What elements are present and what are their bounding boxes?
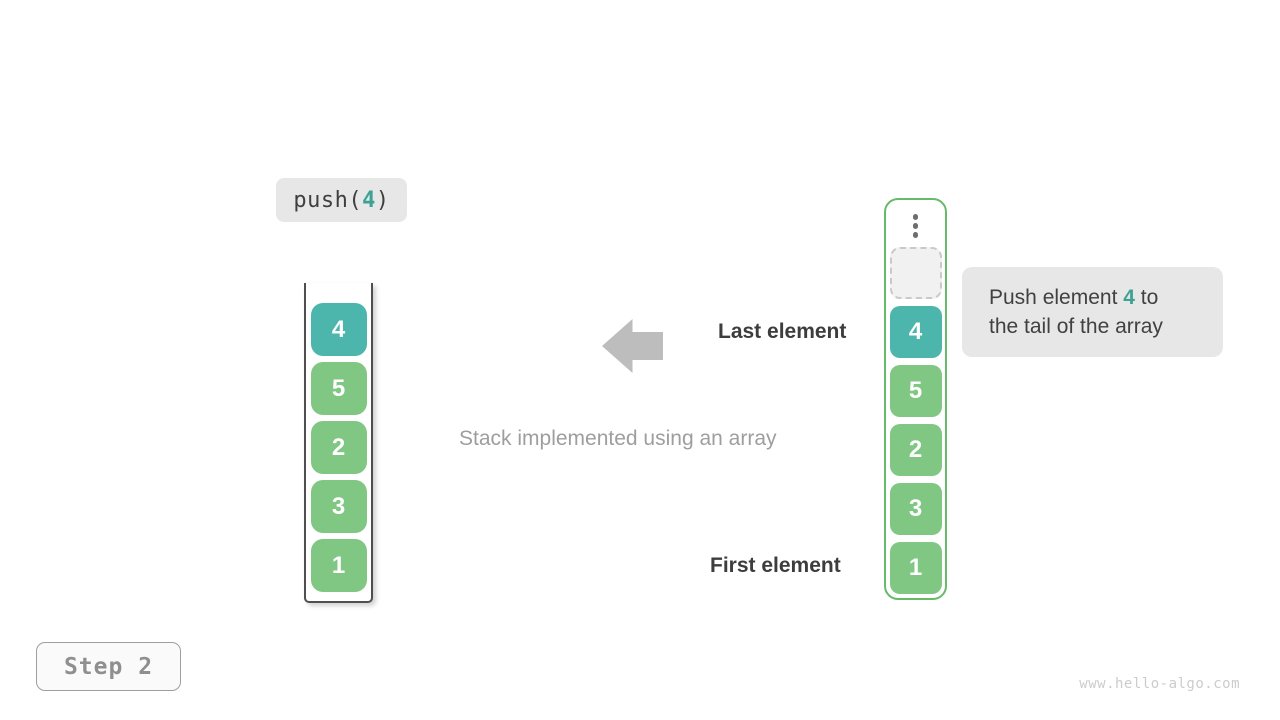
- callout-line-1: Push element 4 to: [989, 286, 1159, 309]
- step-badge: Step 2: [36, 642, 181, 691]
- push-operation-suffix: ): [375, 187, 390, 213]
- stack-cell: 1: [310, 539, 367, 592]
- push-operation-prefix: push(: [293, 187, 363, 213]
- stack-cell: 2: [310, 421, 367, 474]
- callout-highlight-value: 4: [1123, 286, 1135, 309]
- push-operation-label: push(4): [276, 178, 407, 222]
- stack-cell: 2: [889, 423, 942, 476]
- callout-line-2: the tail of the array: [989, 315, 1163, 338]
- empty-array-slot: [889, 246, 942, 299]
- annotation-callout: Push element 4 to the tail of the array: [962, 267, 1223, 357]
- stack-container: 4 5 2 3 1: [304, 283, 373, 603]
- vertical-ellipsis-icon: [912, 212, 919, 240]
- stack-cell: 3: [889, 482, 942, 535]
- array-container: 4 5 2 3 1: [884, 198, 947, 600]
- arrow-left-icon: [602, 319, 663, 373]
- first-element-label: First element: [710, 554, 841, 577]
- caption-label: Stack implemented using an array: [459, 427, 777, 450]
- last-element-label: Last element: [718, 320, 847, 343]
- watermark: www.hello-algo.com: [1079, 676, 1240, 692]
- stack-cell: 5: [310, 362, 367, 415]
- push-operation-arg: 4: [362, 187, 376, 213]
- stack-cell: 4: [310, 303, 367, 356]
- stack-cell: 4: [889, 305, 942, 358]
- stack-cell: 1: [889, 541, 942, 594]
- stack-cell: 3: [310, 480, 367, 533]
- stack-cell: 5: [889, 364, 942, 417]
